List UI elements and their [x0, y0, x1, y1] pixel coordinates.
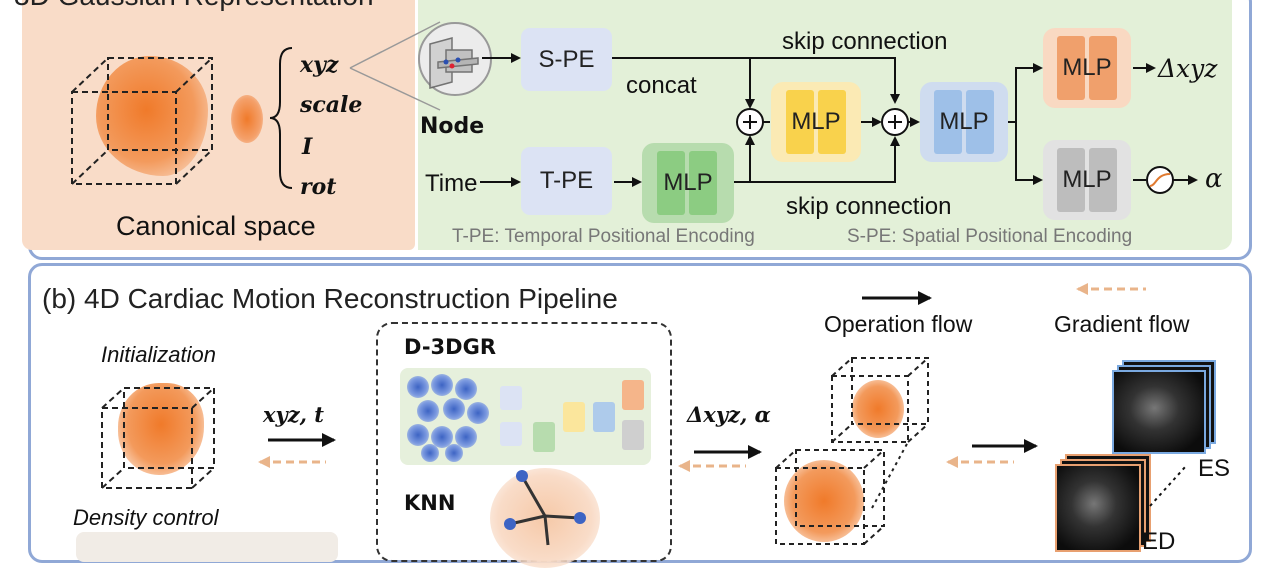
mri-es-stack [1112, 360, 1216, 454]
mlp-alpha-label: MLP [1062, 166, 1112, 193]
canonical-space-label: Canonical space [116, 211, 316, 241]
mlp-fusion-box: MLP [771, 82, 861, 162]
legend-tpe: T-PE: Temporal Positional Encoding [452, 226, 755, 247]
mlp-time-label: MLP [663, 169, 713, 196]
mini-spe-box [500, 386, 522, 410]
skip-connection-bottom-label: skip connection [786, 193, 952, 220]
delta-xyz-alpha-label: Δxyz, α [687, 402, 771, 427]
deformed-heart-large [784, 460, 864, 542]
canonical-heart-blob [96, 56, 208, 176]
legend-operation-flow: Operation flow [824, 311, 973, 337]
diagram-connectors [71, 21, 1198, 546]
legend-spe: S-PE: Spatial Positional Encoding [847, 226, 1133, 247]
t-pe-box: T-PE [521, 147, 612, 215]
attr-scale: scale [300, 92, 363, 118]
mini-mlp-orange [622, 380, 644, 410]
mini-mlp-yellow [563, 402, 585, 432]
gaussian-cluster [405, 372, 495, 462]
mri-ed-stack [1055, 454, 1151, 552]
mlp-shared-box: MLP [920, 82, 1008, 162]
mlp-time-box: MLP [642, 143, 734, 223]
mlp-alpha-box: MLP [1043, 140, 1131, 220]
xyz-t-label: xyz, t [263, 402, 324, 427]
mlp-shared-label: MLP [939, 108, 989, 135]
mlp-fusion-label: MLP [791, 108, 841, 135]
mini-tpe-box [500, 422, 522, 446]
output-delta-xyz: Δxyz [1158, 54, 1218, 83]
mini-mlp-green [533, 422, 555, 452]
node-planes-icon [429, 37, 479, 89]
canonical-space-region [22, 0, 415, 250]
output-alpha: α [1205, 164, 1223, 194]
panel-a-title: 3D Gaussian Representation [14, 0, 374, 12]
deformed-heart-small [852, 380, 904, 438]
mini-mlp-blue [593, 402, 615, 432]
d3dgr-label: D-3DGR [404, 335, 496, 359]
knn-label: KNN [404, 491, 456, 515]
single-gaussian [231, 95, 263, 143]
es-label: ES [1198, 455, 1231, 482]
canonical-cube [71, 57, 213, 185]
deformed-cube-large [775, 449, 885, 545]
mini-mlp-gray [622, 420, 644, 450]
s-pe-box: S-PE [521, 28, 612, 91]
concat-label: concat [626, 72, 697, 99]
init-heart-blob [118, 383, 204, 475]
initialization-label: Initialization [101, 342, 216, 367]
legend-gradient-flow: Gradient flow [1054, 311, 1190, 337]
panel-b-title: (b) 4D Cardiac Motion Reconstruction Pip… [42, 283, 618, 314]
skip-connection-top-label: skip connection [782, 28, 948, 55]
init-cube [101, 387, 215, 489]
attr-xyz: xyz [300, 52, 339, 78]
density-control-label: Density control [73, 505, 219, 530]
time-label: Time [425, 170, 478, 197]
attr-rot: rot [300, 174, 337, 200]
knn-graph [509, 475, 581, 546]
attribute-brace [269, 47, 293, 189]
attr-intensity: I [302, 134, 313, 160]
mlp-delta-label: MLP [1062, 54, 1112, 81]
deformed-cube-small [831, 357, 929, 443]
node-label: Node [420, 114, 485, 139]
sigmoid-icon [1146, 166, 1174, 194]
mlp-delta-box: MLP [1043, 28, 1131, 108]
